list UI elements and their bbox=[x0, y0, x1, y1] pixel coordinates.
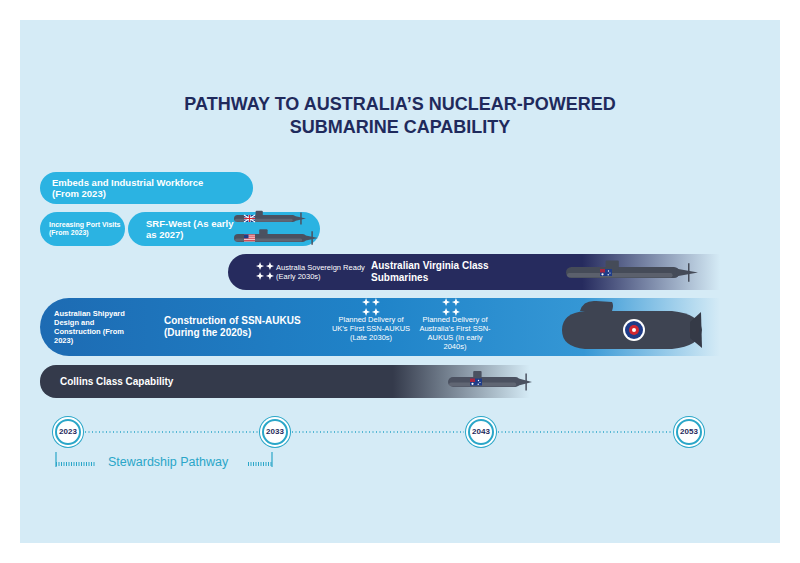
year-label: 2023 bbox=[59, 427, 77, 437]
text-slot: 2023 bbox=[57, 421, 79, 443]
submarine-illustration bbox=[234, 229, 318, 245]
year-label: 2043 bbox=[472, 427, 490, 437]
timeline-dots bbox=[498, 431, 672, 432]
bracket-line bbox=[55, 452, 56, 467]
band-text: Australia Sovereign Ready (Early 2030s) bbox=[276, 263, 368, 281]
milestone-icon bbox=[442, 298, 460, 316]
band-text: Australian Virginia Class Submarines bbox=[371, 260, 546, 284]
year-marker: 2053 bbox=[676, 419, 702, 445]
label-box: Stewardship Pathway bbox=[108, 455, 248, 470]
srf-west-band: SRF-West (As early as 2027) bbox=[128, 212, 320, 246]
year-marker: 2023 bbox=[55, 419, 81, 445]
text-slot: 2043 bbox=[470, 421, 492, 443]
diagram-title: PATHWAY TO AUSTRALIA’S NUCLEAR-POWERED S… bbox=[140, 93, 660, 140]
flag-icon bbox=[244, 215, 255, 222]
text-slot: 2033 bbox=[264, 421, 286, 443]
bracket-hatch bbox=[56, 462, 95, 466]
text-slot: Increasing Port Visits (From 2023) bbox=[49, 212, 121, 246]
virginia-band: Australia Sovereign Ready (Early 2030s)A… bbox=[228, 254, 720, 290]
text-slot: Australian Virginia Class Submarines bbox=[371, 254, 546, 290]
band-text: Embeds and Industrial Workforce (From 20… bbox=[52, 177, 227, 200]
collins-band: Collins Class Capability bbox=[40, 365, 530, 398]
band-text: Planned Delivery of Australia’s First SS… bbox=[415, 315, 495, 351]
workforce-band: Embeds and Industrial Workforce (From 20… bbox=[40, 172, 253, 204]
band-text: SRF-West (As early as 2027) bbox=[146, 218, 236, 241]
bracket-line bbox=[271, 452, 272, 467]
timeline-dots bbox=[85, 431, 258, 432]
text-slot: Construction of SSN-AUKUS (During the 20… bbox=[164, 298, 314, 356]
title-box: PATHWAY TO AUSTRALIA’S NUCLEAR-POWERED S… bbox=[140, 93, 660, 140]
text-slot: Planned Delivery of UK’s First SSN-AUKUS… bbox=[331, 315, 411, 356]
band-text: Increasing Port Visits (From 2023) bbox=[49, 221, 121, 238]
text-slot: Planned Delivery of Australia’s First SS… bbox=[415, 315, 495, 356]
submarine-illustration bbox=[234, 211, 306, 225]
milestone-icon bbox=[362, 298, 380, 316]
year-marker: 2043 bbox=[468, 419, 494, 445]
flag-icon bbox=[244, 235, 255, 242]
text-slot: Embeds and Industrial Workforce (From 20… bbox=[52, 172, 227, 204]
pathway-label: Stewardship Pathway bbox=[108, 455, 248, 470]
flag-icon bbox=[600, 269, 612, 276]
ssn-aukus-illustration bbox=[562, 301, 702, 349]
band-text: Australian Shipyard Design and Construct… bbox=[54, 309, 140, 345]
milestone-icon bbox=[256, 262, 274, 280]
text-slot: 2053 bbox=[678, 421, 700, 443]
year-label: 2053 bbox=[680, 427, 698, 437]
flag-icon bbox=[470, 379, 482, 386]
year-label: 2033 bbox=[266, 427, 284, 437]
port-visits-band: Increasing Port Visits (From 2023) bbox=[40, 212, 125, 246]
band-text: Planned Delivery of UK’s First SSN-AUKUS… bbox=[331, 315, 411, 342]
text-slot: SRF-West (As early as 2027) bbox=[146, 212, 236, 246]
band-text: Collins Class Capability bbox=[60, 376, 173, 388]
timeline-dots bbox=[292, 431, 464, 432]
text-slot: Australian Shipyard Design and Construct… bbox=[54, 298, 140, 356]
ssn-aukus-band: Australian Shipyard Design and Construct… bbox=[40, 298, 720, 356]
submarine-illustration bbox=[566, 260, 698, 281]
text-slot: Australia Sovereign Ready (Early 2030s) bbox=[276, 254, 368, 290]
band-text: Construction of SSN-AUKUS (During the 20… bbox=[164, 315, 314, 339]
text-slot: Collins Class Capability bbox=[60, 365, 260, 398]
year-marker: 2033 bbox=[262, 419, 288, 445]
submarine-illustration bbox=[448, 371, 532, 391]
